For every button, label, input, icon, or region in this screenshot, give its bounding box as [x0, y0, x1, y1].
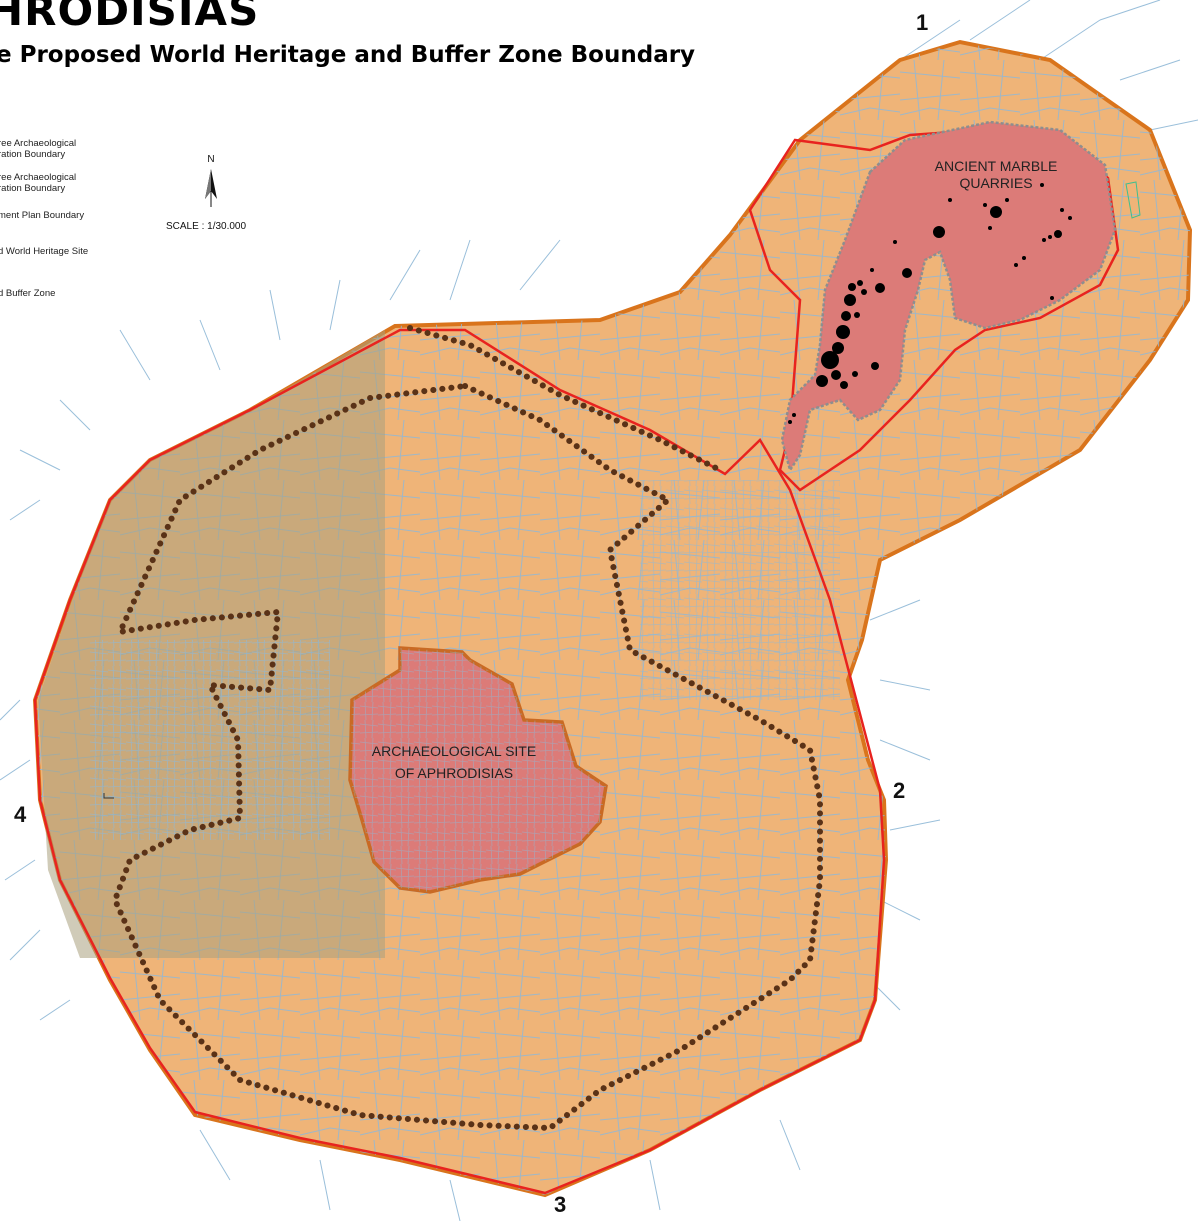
map-subtitle: e Proposed World Heritage and Buffer Zon…	[0, 42, 696, 68]
quarry-label-line: QUARRIES	[959, 175, 1033, 191]
quarry-pits	[788, 183, 1072, 424]
legend-item-first-degree: ree Archaeological ration Boundary	[0, 138, 76, 160]
legend-item-third-degree: ree Archaeological ration Boundary	[0, 172, 76, 194]
quarry-label-line: ANCIENT MARBLE	[934, 158, 1058, 174]
legend-label: ment Plan Boundary	[0, 210, 85, 221]
town-marker	[103, 793, 114, 799]
corner-marker-1: 1	[916, 10, 929, 35]
legend-label: ration Boundary	[0, 183, 66, 194]
corner-marker-2: 2	[893, 778, 906, 803]
legend-label: ration Boundary	[0, 149, 66, 160]
map-title: HRODISIAS	[0, 0, 260, 35]
conservation-plan-boundary	[111, 382, 823, 1132]
site-label-line: OF APHRODISIAS	[394, 765, 514, 781]
archaeological-site-label: ARCHAEOLOGICAL SITE OF APHRODISIAS	[366, 740, 542, 784]
legend-label: d World Heritage Site	[0, 246, 89, 257]
north-letter: N	[207, 154, 215, 165]
legend-label: d Buffer Zone	[0, 288, 56, 299]
village-road-grid	[640, 480, 840, 700]
legend-item-buffer-zone: d Buffer Zone	[0, 288, 55, 299]
site-label-line: ARCHAEOLOGICAL SITE	[371, 743, 537, 759]
first-degree-boundary-main	[33, 328, 886, 1195]
quarries-label: ANCIENT MARBLE QUARRIES	[918, 158, 1074, 192]
corner-marker-4: 4	[14, 802, 27, 827]
legend-label: ree Archaeological	[0, 138, 77, 149]
legend-item-plan-boundary: ment Plan Boundary	[0, 210, 84, 221]
north-arrow-icon	[205, 169, 217, 207]
pond	[1125, 181, 1141, 219]
plan-boundary-northeast	[407, 325, 723, 473]
north-arrow: N	[200, 154, 222, 207]
town-road-grid	[90, 640, 330, 840]
legend-item-heritage-site: d World Heritage Site	[0, 246, 88, 257]
marble-quarries-site	[780, 120, 1117, 473]
legend-label: ree Archaeological	[0, 172, 77, 183]
corner-marker-3: 3	[554, 1192, 567, 1217]
scale-text: SCALE : 1/30.000	[166, 221, 247, 232]
